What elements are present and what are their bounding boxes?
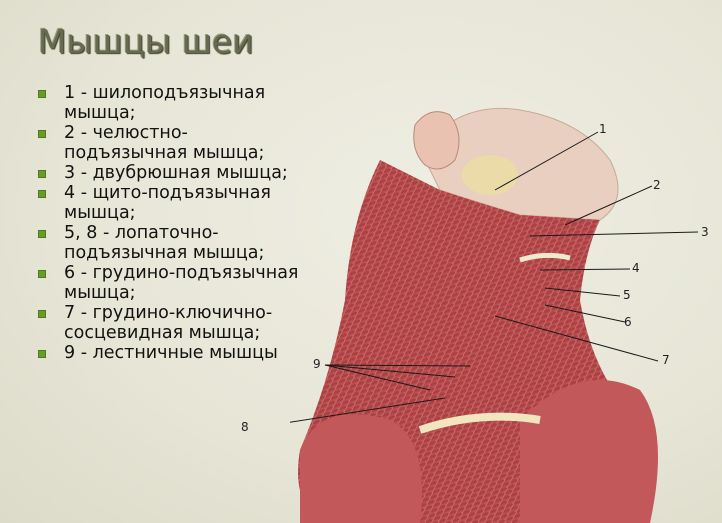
neck-muscle-illustration [290, 107, 699, 523]
legend-item: 4 - щито-подъязычная мышца; [36, 183, 306, 223]
legend-item: 2 - челюстно-подъязычная мышца; [36, 123, 306, 163]
bullet-icon [38, 270, 46, 278]
bullet-icon [38, 310, 46, 318]
bullet-icon [38, 90, 46, 98]
label-4: 4 [632, 261, 640, 275]
legend-item: 5, 8 - лопаточно-подъязычная мышца; [36, 223, 306, 263]
legend-item: 9 - лестничные мышцы [36, 343, 306, 363]
label-8: 8 [241, 420, 249, 434]
legend-item: 3 - двубрюшная мышца; [36, 163, 306, 183]
legend-item: 6 - грудино-подъязычная мышца; [36, 263, 306, 303]
label-3: 3 [701, 225, 709, 239]
bullet-icon [38, 170, 46, 178]
label-9: 9 [313, 357, 321, 371]
legend-item: 1 - шилоподъязычная мышца; [36, 83, 306, 123]
label-2: 2 [653, 178, 661, 192]
label-1: 1 [599, 122, 607, 136]
label-6: 6 [624, 315, 632, 329]
bullet-icon [38, 230, 46, 238]
bullet-icon [38, 190, 46, 198]
page-title: Мышцы шеи [38, 22, 254, 61]
bullet-icon [38, 130, 46, 138]
legend-list: 1 - шилоподъязычная мышца; 2 - челюстно-… [36, 83, 306, 363]
bullet-icon [38, 350, 46, 358]
label-5: 5 [623, 288, 631, 302]
label-7: 7 [662, 353, 670, 367]
legend-item: 7 - грудино-ключично-сосцевидная мышца; [36, 303, 306, 343]
